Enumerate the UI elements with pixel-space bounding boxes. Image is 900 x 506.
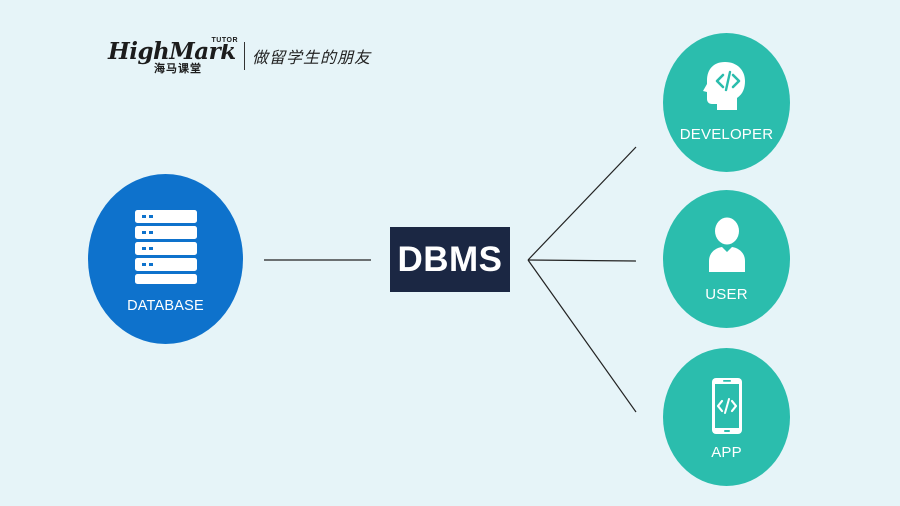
- dbms-box: DBMS: [390, 227, 510, 292]
- database-node: DATABASE: [88, 174, 243, 344]
- connector-dbms-developer: [527, 146, 637, 261]
- developer-label: DEVELOPER: [679, 126, 774, 143]
- database-label: DATABASE: [127, 298, 204, 314]
- database-icon: [135, 210, 197, 284]
- dbms-label: DBMS: [397, 239, 503, 279]
- logo-tutor-tag: TUTOR: [211, 37, 238, 44]
- brand-logo: HighMark TUTOR 海马课堂 做留学生的朋友: [108, 36, 371, 76]
- connector-dbms-user: [527, 259, 637, 262]
- logo-mark: HighMark TUTOR 海马课堂: [108, 36, 240, 76]
- connector-dbms-app: [527, 259, 637, 413]
- logo-slogan: 做留学生的朋友: [252, 48, 372, 67]
- app-node: APP: [663, 348, 790, 486]
- user-icon: [709, 217, 745, 272]
- user-node: USER: [663, 190, 790, 328]
- mobile-app-code-icon: [712, 378, 742, 434]
- logo-divider: [244, 42, 245, 70]
- app-label: APP: [711, 444, 742, 461]
- user-label: USER: [705, 286, 748, 303]
- developer-head-code-icon: [703, 62, 745, 110]
- developer-node: DEVELOPER: [663, 33, 790, 172]
- logo-chinese-name: 海马课堂: [154, 63, 202, 75]
